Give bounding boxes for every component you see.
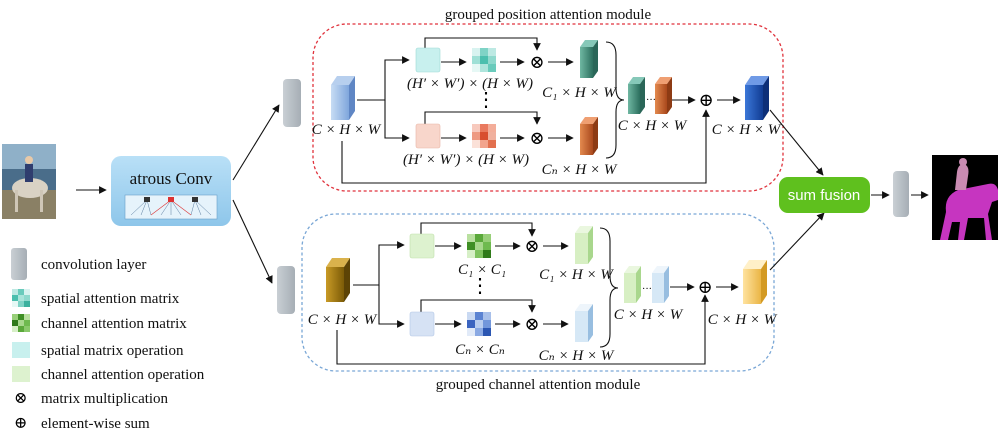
legend: convolution layer spatial attention matr… (11, 248, 205, 432)
atrous-conv-label: atrous Conv (130, 169, 213, 188)
legend-spatial-op-swatch (12, 342, 30, 358)
pos-concat-dim: C × H × W (618, 118, 688, 134)
ch-output-dim: C × H × W (708, 312, 778, 328)
pos-c1hw-dim: C₁ × H × W (542, 85, 617, 101)
arrow-atrous-to-channel (232, 199, 273, 284)
arrow-atrous-to-position (232, 104, 280, 181)
legend-conv-label: convolution layer (41, 257, 146, 273)
channel-brace (599, 227, 619, 348)
channel-op-top (409, 233, 435, 259)
position-input-dim: C × H × W (312, 122, 382, 138)
legend-conv-swatch (11, 248, 27, 280)
arrow-channel-to-fusion (769, 212, 825, 271)
channel-concat-feature: ··· (624, 266, 669, 303)
final-conv-layer (893, 171, 909, 217)
input-photo (2, 144, 56, 219)
channel-group1-feature (575, 226, 593, 264)
legend-spatial-matrix-label: spatial attention matrix (41, 291, 180, 307)
position-module-title: grouped position attention module (445, 7, 652, 23)
ch-c1c1-dim: C₁ × C₁ (458, 262, 506, 278)
ch-concat-dim: C × H × W (614, 307, 684, 323)
channel-groupn-feature (575, 304, 593, 342)
otimes-ch-bottom: ⊗ (524, 314, 539, 334)
channel-op-bottom (409, 311, 435, 337)
ch-cnhw-dim: Cₙ × H × W (539, 348, 615, 364)
pos-hdots: ··· (646, 95, 656, 106)
legend-channel-op-swatch (12, 366, 30, 382)
channel-attention-matrix-bottom (467, 312, 491, 336)
spatial-attention-matrix-bottom (472, 124, 496, 148)
channel-branch-lines (336, 222, 739, 365)
ch-hdots: ··· (642, 284, 652, 295)
channel-attention-matrix-top (467, 234, 491, 258)
channel-conv-layer (277, 266, 295, 314)
legend-channel-matrix-swatch (12, 314, 30, 332)
atrous-conv-block: atrous Conv (111, 156, 231, 226)
sum-fusion-block (779, 177, 870, 213)
sum-fusion-label: sum fusion (788, 187, 861, 204)
position-brace (605, 41, 625, 159)
legend-spatial-matrix-swatch (12, 289, 30, 307)
pos-output-dim: C × H × W (712, 122, 782, 138)
otimes-ch-top: ⊗ (524, 236, 539, 256)
legend-channel-matrix-label: channel attention matrix (41, 316, 187, 332)
channel-input-dim: C × H × W (308, 312, 378, 328)
pos-matrix-dim-bottom: (H′ × W′) × (H × W) (403, 152, 529, 168)
ch-c1hw-dim: C₁ × H × W (539, 267, 614, 283)
oplus-channel: ⊕ (697, 277, 712, 297)
pos-vdots: ⋮ (476, 89, 496, 111)
ch-vdots: ⋮ (470, 275, 490, 297)
legend-oplus-icon: ⊕ (14, 415, 27, 432)
otimes-pos-bottom: ⊗ (529, 128, 544, 148)
spatial-op-bottom (415, 123, 441, 149)
legend-otimes-icon: ⊗ (14, 390, 27, 407)
position-conv-layer (283, 79, 301, 127)
oplus-position: ⊕ (698, 90, 713, 110)
pos-matrix-dim-top: (H′ × W′) × (H × W) (407, 76, 533, 92)
output-segmentation (932, 155, 998, 240)
channel-input-feature (326, 258, 350, 302)
position-module-frame (312, 23, 784, 192)
position-output-feature (745, 76, 769, 120)
channel-module-title: grouped channel attention module (436, 377, 641, 393)
legend-channel-op-label: channel attention operation (41, 367, 205, 383)
position-branch-lines (341, 37, 741, 184)
otimes-pos-top: ⊗ (529, 52, 544, 72)
channel-output-feature (743, 260, 767, 304)
legend-mat-mul-label: matrix multiplication (41, 391, 169, 407)
spatial-op-top (415, 47, 441, 73)
legend-spatial-op-label: spatial matrix operation (41, 343, 184, 359)
ch-cncn-dim: Cₙ × Cₙ (455, 342, 505, 358)
position-input-feature (331, 76, 355, 120)
spatial-attention-matrix-top (472, 48, 496, 72)
position-concat-feature: ··· (628, 77, 672, 114)
pos-cnhw-dim: Cₙ × H × W (542, 162, 618, 178)
arrow-position-to-fusion (769, 109, 824, 176)
legend-elem-sum-label: element-wise sum (41, 416, 150, 432)
position-groupn-feature (580, 117, 598, 155)
position-group1-feature (580, 40, 598, 78)
channel-module-frame (301, 213, 775, 372)
